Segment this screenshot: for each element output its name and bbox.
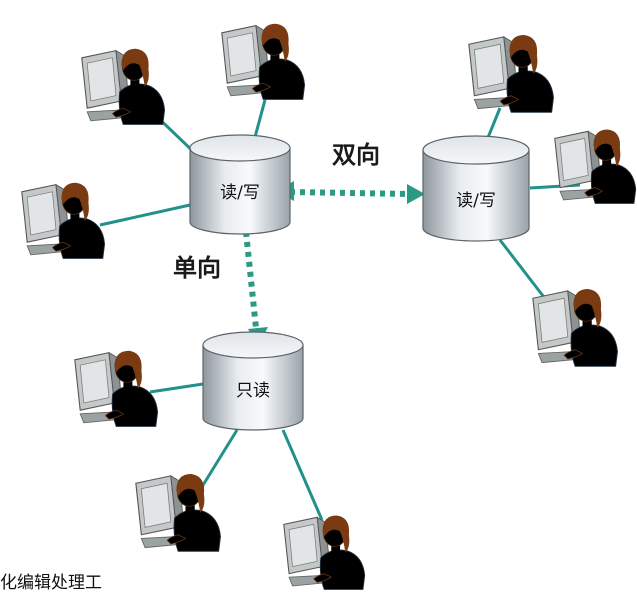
database-icon [202,344,304,431]
label-bidirectional: 双向 [332,141,380,169]
workstation-icon [221,23,306,101]
database-readonly: 只读 [202,331,304,431]
bidirectional-arrow [276,181,425,204]
workstation-icon [283,514,366,591]
link-db2-ws4 [485,107,502,141]
database-label: 读/写 [456,191,496,211]
link-db1-ws3 [99,203,191,227]
workstation-icon [554,129,637,205]
link-db2-ws6 [498,239,552,306]
workstation-icon [532,288,619,367]
unidirectional-arrow [243,231,268,346]
database-icon [422,149,530,242]
arrowhead-right-icon [407,184,425,204]
database-readwrite-1: 读/写 [189,134,291,235]
caption-text: 化编辑处理工 [0,573,102,593]
label-unidirectional: 单向 [173,254,221,282]
workstation-icon [81,48,166,126]
link-db1-ws2 [253,99,267,138]
workstation-icon [21,182,106,259]
database-icon [189,147,291,235]
workstation-icon [74,350,159,427]
database-readwrite-2: 读/写 [422,135,530,242]
link-db3-ws7 [149,382,204,394]
link-db3-ws9 [281,429,324,521]
workstation-icon [468,34,555,113]
database-label: 读/写 [220,183,260,203]
database-label: 只读 [236,381,270,401]
link-db3-ws8 [198,429,239,491]
workstation-icon [135,473,222,552]
